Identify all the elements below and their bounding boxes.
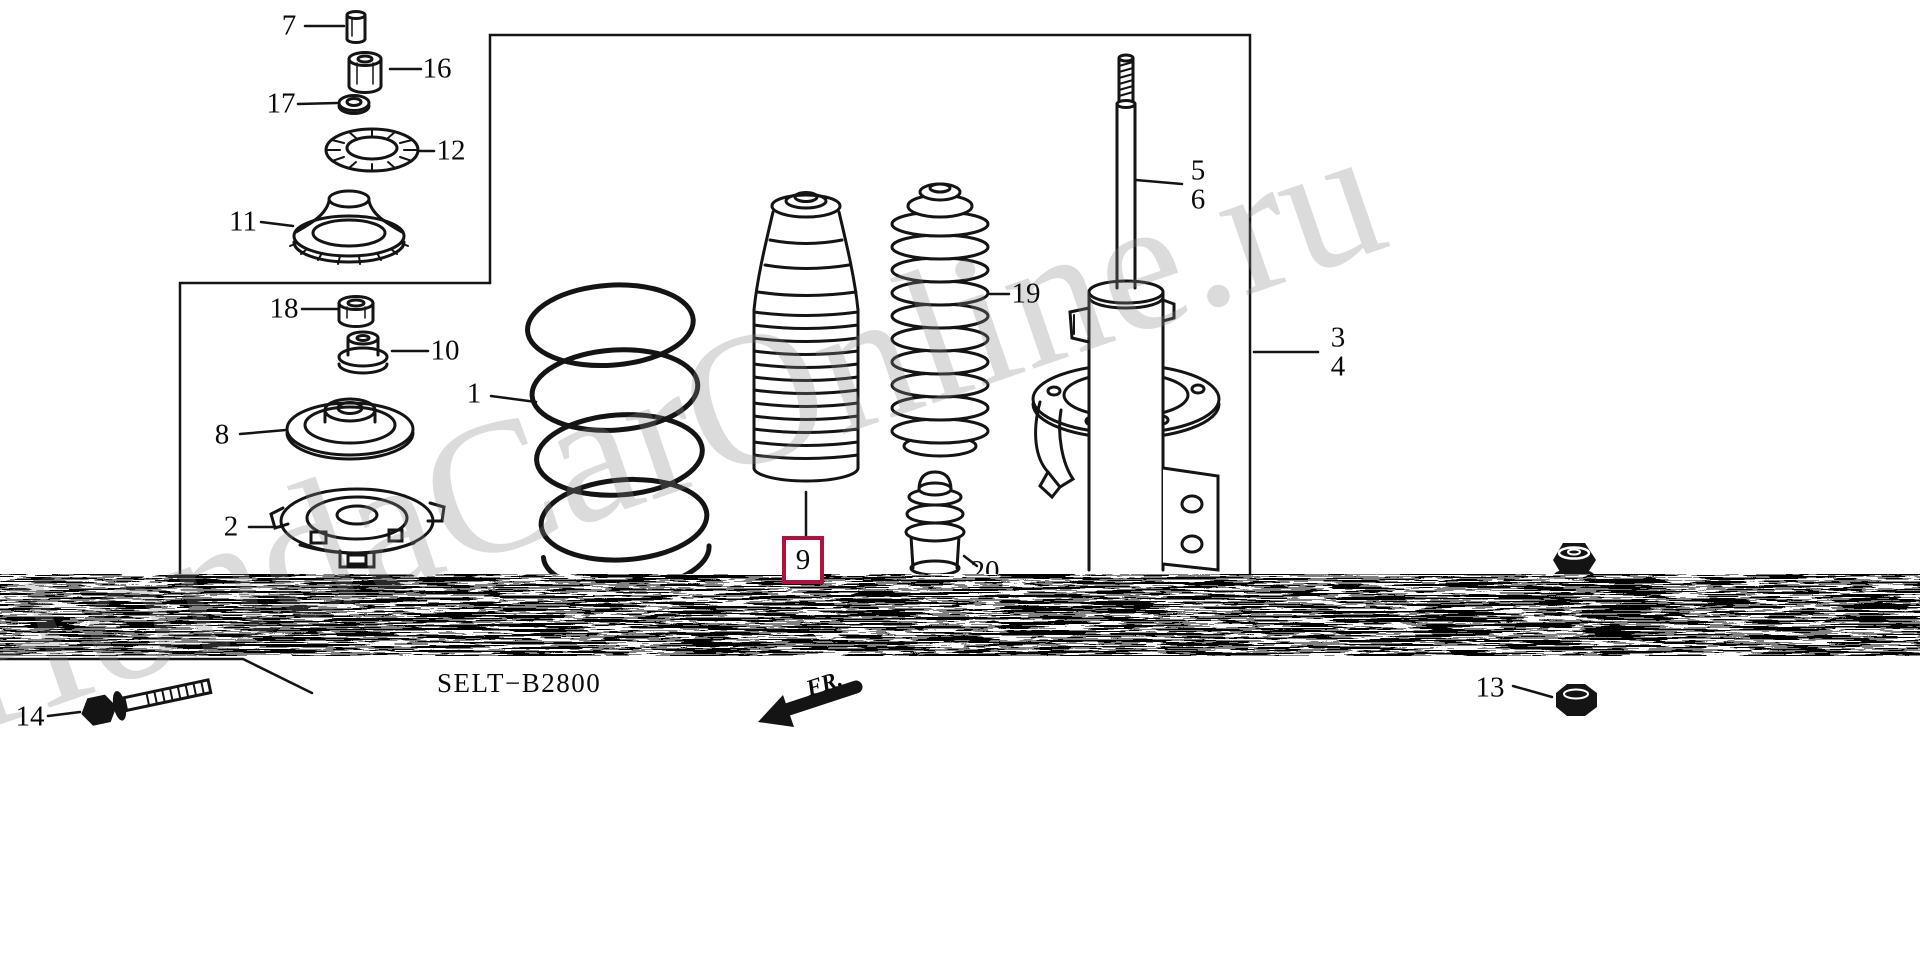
callout-20: 20 — [971, 555, 1000, 587]
callout-5: 5 — [1190, 154, 1206, 187]
scan-noise-band — [0, 574, 1920, 656]
callout-16: 16 — [422, 52, 452, 85]
part-toothed-ring — [324, 127, 420, 173]
callout-7: 7 — [281, 9, 297, 42]
part-highlight-box[interactable]: 9 — [782, 536, 824, 584]
part-shock-absorber — [1031, 53, 1221, 572]
callout-10: 10 — [430, 334, 460, 367]
part-lower-bracket — [269, 487, 446, 569]
part-nut-18 — [337, 295, 375, 328]
callout-19: 19 — [1011, 277, 1041, 310]
callout-12: 12 — [436, 134, 466, 167]
callout-1: 1 — [466, 377, 482, 410]
callout-6: 6 — [1190, 183, 1206, 216]
part-bump-stop — [904, 470, 966, 577]
part-nut-16 — [347, 51, 383, 94]
part-bushing — [337, 330, 389, 375]
callout-11: 11 — [229, 205, 257, 238]
fr-arrow — [758, 680, 863, 727]
callout-2: 2 — [223, 510, 239, 543]
callout-18: 18 — [269, 292, 299, 325]
callout-14: 14 — [15, 700, 45, 733]
part-dust-cover — [752, 191, 860, 483]
part-flange-bolt — [81, 678, 213, 726]
part-bellows-boot — [890, 182, 990, 458]
callout-4: 4 — [1330, 350, 1346, 383]
leader-lines — [46, 24, 1554, 718]
callout-13: 13 — [1475, 671, 1505, 704]
diagram-frame — [0, 33, 1252, 695]
part-strut-mount — [289, 189, 409, 265]
diagram-code: SELT−B2800 — [437, 668, 602, 698]
part-flange-nut-edge — [1556, 684, 1597, 716]
callout-3: 3 — [1330, 321, 1346, 354]
part-washer — [337, 94, 371, 115]
part-pin — [345, 10, 367, 44]
part-flange-nut — [1553, 543, 1596, 581]
callout-17: 17 — [266, 87, 296, 120]
callout-8: 8 — [214, 418, 230, 451]
part-coil-spring — [525, 282, 712, 593]
callout-9: 9 — [795, 543, 811, 576]
part-upper-spring-seat — [285, 397, 415, 461]
